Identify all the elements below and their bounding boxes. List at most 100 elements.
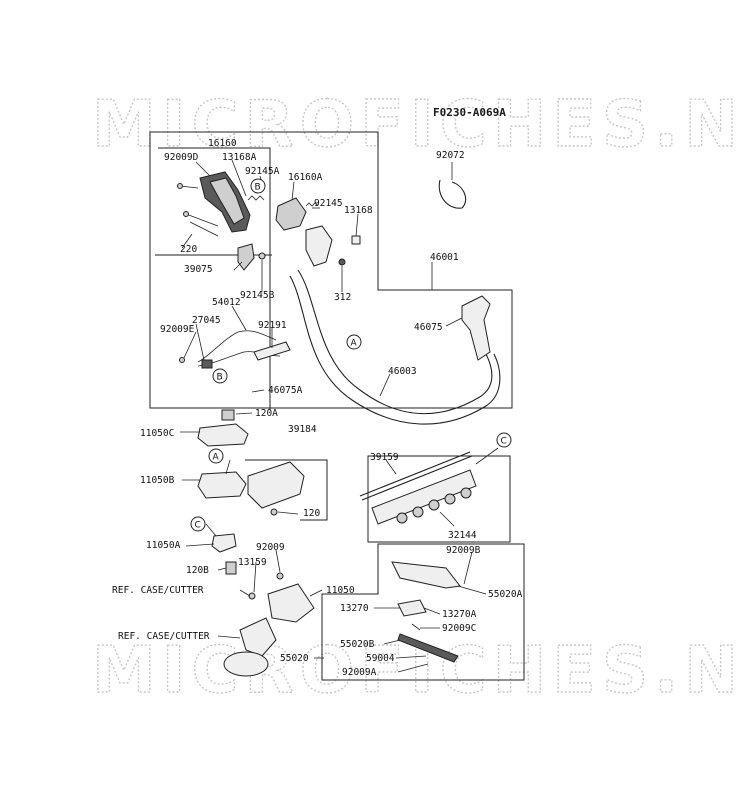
part-label: 92009E	[160, 324, 195, 335]
cutter-case-part	[223, 651, 269, 677]
svg-text:A: A	[213, 453, 220, 463]
part-label: 39159	[370, 452, 399, 463]
bolt-120a	[221, 409, 235, 421]
screw-13159	[248, 592, 256, 600]
part-label: 16160	[208, 138, 237, 149]
cutter-head-part	[239, 617, 277, 657]
part-label: 55020A	[488, 589, 523, 600]
screw-92009c	[411, 623, 421, 631]
rod-part	[253, 341, 291, 361]
svg-text:B: B	[255, 183, 261, 193]
part-label: 11050C	[140, 428, 174, 439]
trigger-part	[237, 243, 255, 271]
part-labels: 16160 92009D 13168A 92145A 16160A 92145 …	[112, 138, 523, 678]
part-label: 55020	[280, 653, 309, 664]
handle-bar-tube-inner	[289, 275, 501, 425]
shaft-tube-part	[371, 469, 477, 525]
callout-c-lower: C	[190, 516, 206, 532]
part-label: 92009	[256, 542, 285, 553]
part-label: 92191	[258, 320, 287, 331]
handle-cover-part	[275, 197, 307, 231]
callout-b-lower: B	[212, 368, 228, 384]
part-label: 92009B	[446, 545, 481, 556]
spring-part	[305, 202, 319, 207]
part-label: 46075	[414, 322, 443, 333]
bolt-120b	[225, 561, 237, 575]
part-label: 55020B	[340, 639, 375, 650]
part-label: 120	[303, 508, 320, 519]
cap-part	[351, 235, 361, 245]
part-label: 13168	[344, 205, 373, 216]
shaft-bushings	[396, 487, 472, 524]
callout-c-upper: C	[496, 432, 512, 448]
part-label: 32144	[448, 530, 477, 541]
part-label: 39184	[288, 424, 317, 435]
drive-shaft-part	[359, 451, 471, 497]
part-label: 120B	[186, 565, 209, 576]
throttle-wire-part	[197, 330, 277, 363]
nut-part	[338, 258, 346, 266]
spring-part	[247, 195, 265, 201]
connector-part	[201, 359, 213, 369]
figure-reference: F0230-A069A	[433, 106, 506, 119]
callout-a-upper: A	[346, 334, 362, 350]
screw-head-icon	[183, 211, 189, 217]
part-label: 120A	[255, 408, 278, 419]
drive-shaft-part-2	[361, 455, 473, 501]
shaft-frame	[367, 455, 511, 543]
part-label: 92072	[436, 150, 465, 161]
watermark-top: MICROFICHES.NET	[92, 88, 742, 162]
blade-part	[397, 633, 459, 663]
svg-text:A: A	[351, 339, 358, 349]
part-label: 92009A	[342, 667, 377, 678]
handle-control-frame	[158, 147, 271, 410]
part-label: 11050B	[140, 475, 175, 486]
screw-220-b	[189, 221, 219, 237]
part-label: 92009D	[164, 152, 199, 163]
part-label: 13168A	[222, 152, 257, 163]
svg-text:C: C	[501, 437, 507, 447]
throttle-grip-part	[209, 177, 245, 225]
part-label: 92145B	[240, 290, 275, 301]
screw-92009e	[179, 357, 185, 363]
upper-assembly-frame	[149, 131, 513, 409]
lever-part	[305, 225, 333, 267]
screw-92009d	[179, 185, 199, 189]
cable-tie-part	[438, 179, 467, 209]
callout-b-upper: B	[250, 178, 266, 194]
part-label: 13159	[238, 557, 267, 568]
part-label: 59004	[366, 653, 395, 664]
guard-part	[391, 561, 461, 589]
screw-220-a	[185, 213, 219, 227]
part-label: 39075	[184, 264, 213, 275]
part-label: 54012	[212, 297, 241, 308]
part-label: 92145	[314, 198, 343, 209]
grip-part	[461, 295, 491, 361]
svg-text:B: B	[217, 373, 223, 383]
screw-120	[270, 508, 278, 516]
gear-case-part	[267, 583, 315, 623]
part-label: 13270	[340, 603, 369, 614]
part-label: 46003	[388, 366, 417, 377]
handle-bar-tube	[297, 269, 493, 415]
guard-plate-part	[397, 599, 427, 617]
svg-text:C: C	[195, 521, 201, 531]
part-label: 27045	[192, 315, 221, 326]
clamp-half-part	[211, 533, 237, 553]
part-label: 11050	[326, 585, 355, 596]
part-label: 46001	[430, 252, 459, 263]
part-label: 11050A	[146, 540, 181, 551]
part-label: 92145A	[245, 166, 280, 177]
guard-frame	[321, 543, 525, 681]
clamp-cover-frame	[245, 459, 328, 521]
screw-head-icon	[177, 183, 183, 189]
callout-a-lower: A	[208, 448, 224, 464]
part-label: 312	[334, 292, 351, 303]
part-label: 16160A	[288, 172, 323, 183]
part-label: 46075A	[268, 385, 303, 396]
part-label: 220	[180, 244, 197, 255]
part-label: REF. CASE/CUTTER	[118, 631, 210, 642]
screw-92009	[276, 572, 284, 580]
clamp-cover-part	[247, 461, 305, 509]
